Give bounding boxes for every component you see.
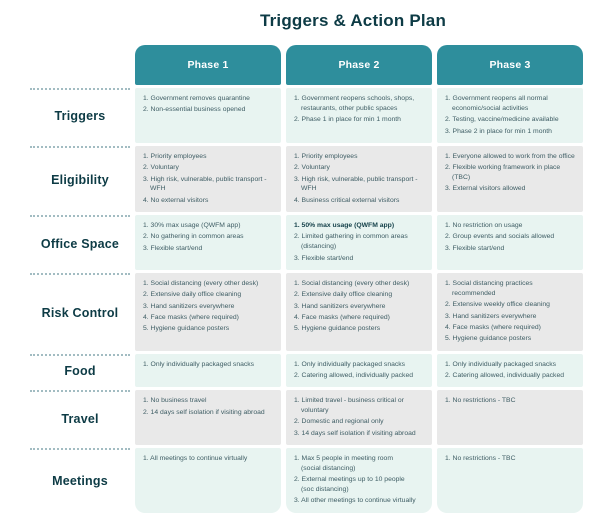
cell-triggers-phase-3: 1. Government reopens all normal economi… [437,88,583,143]
list-item: 1. Only individually packaged snacks [294,360,406,368]
list-item: 3. 14 days self isolation if visiting ab… [294,429,416,437]
list-item: 2. Testing, vaccine/medicine available [445,116,559,124]
list-item: 3. Flexible start/end [294,254,354,262]
cell-risk-control-phase-3: 1. Social distancing practices recommend… [437,272,583,351]
list-item: 2. Extensive daily office cleaning [143,291,242,299]
list-item: 1. Only individually packaged snacks [445,360,557,368]
row-label-travel: Travel [30,390,130,445]
list-item: 2. Voluntary [294,164,330,172]
list-item: 1. No restriction on usage [445,222,523,230]
list-item: 1. Government reopens schools, shops, re… [294,95,415,112]
list-item: 1. Social distancing (every other desk) [143,279,259,287]
list-item: 2. Group events and socials allowed [445,233,555,241]
list-item: 2. Non-essential business opened [143,106,246,114]
cell-travel-phase-1: 1. No business travel 2. 14 days self iso… [135,390,281,446]
list-item: 4. Face masks (where required) [445,323,541,331]
list-item: 5. Hygiene guidance posters [294,325,381,333]
cell-travel-phase-3: 1. No restrictions - TBC [437,390,583,446]
cell-travel-phase-2: 1. Limited travel - business critical or… [286,390,432,446]
list-item: 2. Phase 1 in place for min 1 month [294,116,401,124]
cell-triggers-phase-1: 1. Government removes quarantine 2. Non-e… [135,88,281,143]
list-item: 2. Flexible working framework in place (… [445,164,561,182]
list-item: 3. Hand sanitizers everywhere [294,302,386,310]
list-item: 2. Extensive daily office cleaning [294,291,393,299]
list-item: 1. No restrictions - TBC [445,455,516,463]
phase-2-header: Phase 2 [286,45,432,85]
row-label-food: Food [30,353,130,388]
list-item: 1. No business travel [143,397,207,405]
list-item: 1. Government removes quarantine [143,95,250,102]
cell-meetings-phase-2: 1. Max 5 people in meeting room (social … [286,448,432,513]
list-item: 2. Domestic and regional only [294,418,384,426]
list-item: 2. Limited gathering in common areas (di… [294,233,408,251]
list-item: 1. No restrictions - TBC [445,397,516,405]
row-label-office-space: Office Space [30,215,130,270]
list-item: 3. High risk, vulnerable, public transpo… [294,175,418,193]
list-item: 4. Business critical external visitors [294,196,400,204]
phase-1-header: Phase 1 [135,45,281,85]
list-item: 5. Hygiene guidance posters [143,325,230,333]
list-item: 1. Everyone allowed to work from the off… [445,152,575,160]
cell-office-space-phase-1: 1. 30% max usage (QWFM app) 2. No gatheri… [135,215,281,270]
list-item: 2. Catering allowed, individually packed [445,371,565,379]
cell-risk-control-phase-1: 1. Social distancing (every other desk) 2… [135,272,281,351]
list-item: 1. 50% max usage (QWFM app) [294,222,395,230]
page-title: Triggers & Action Plan [259,11,447,30]
list-item: 1. Priority employees [294,152,358,160]
list-item: 2. Extensive weekly office cleaning [445,301,550,309]
cell-eligibility-phase-1: 1. Priority employees 2. Voluntary 3. High… [135,145,281,213]
cell-food-phase-1: 1. Only individually packaged snacks [135,353,281,388]
cell-office-space-phase-2: 1. 50% max usage (QWFM app) 2. Limited ga… [286,215,432,270]
row-label-meetings: Meetings [30,448,130,513]
cell-food-phase-2: 1. Only individually packaged snacks 2. C… [286,353,432,388]
list-item: 1. Limited travel - business critical or… [294,397,404,415]
list-item: 3. Flexible start/end [445,244,505,252]
cell-risk-control-phase-2: 1. Social distancing (every other desk) 2… [286,272,432,351]
list-item: 1. 30% max usage (QWFM app) [143,222,241,230]
list-item: 4. Face masks (where required) [143,314,239,321]
cell-eligibility-phase-3: 1. Everyone allowed to work from the off… [437,145,583,213]
row-label-eligibility: Eligibility [30,145,130,212]
list-item: 4. Face masks (where required) [294,314,390,321]
list-item: 4. No external visitors [143,196,209,204]
list-item: 5. Hygiene guidance posters [445,335,532,343]
cell-office-space-phase-3: 1. No restriction on usage 2. Group event… [437,215,583,270]
list-item: 2. Voluntary [143,164,179,172]
cell-meetings-phase-1: 1. All meetings to continue virtually [135,448,281,513]
list-item: 2. Catering allowed, individually packed [294,371,414,379]
row-label-triggers: Triggers [30,88,130,143]
list-item: 1. Max 5 people in meeting room (social … [294,455,393,472]
list-item: 3. All other meetings to continue virtua… [294,497,416,505]
list-item: 3. Flexible start/end [143,244,203,252]
cell-meetings-phase-3: 1. No restrictions - TBC [437,448,583,513]
list-item: 3. Hand sanitizers everywhere [445,312,537,320]
phase-3-header: Phase 3 [437,45,583,85]
corner-spacer [0,45,130,85]
cell-food-phase-3: 1. Only individually packaged snacks 2. C… [437,353,583,388]
list-item: 1. Priority employees [143,152,207,160]
list-item: 2. No gathering in common areas [143,233,244,241]
list-item: 1. All meetings to continue virtually [143,455,248,463]
list-item: 3. High risk, vulnerable, public transpo… [143,175,267,193]
list-item: 3. Hand sanitizers everywhere [143,302,235,310]
cell-eligibility-phase-2: 1. Priority employees 2. Voluntary 3. High… [286,145,432,213]
row-label-risk-control: Risk Control [30,272,130,351]
list-item: 2. External meetings up to 10 people (so… [294,476,405,494]
list-item: 1. Social distancing practices recommend… [445,279,533,297]
cell-triggers-phase-2: 1. Government reopens schools, shops, re… [286,88,432,143]
list-item: 1. Government reopens all normal economi… [445,95,548,112]
list-item: 3. Phase 2 in place for min 1 month [445,127,552,135]
list-item: 3. External visitors allowed [445,185,526,193]
list-item: 1. Social distancing (every other desk) [294,279,410,287]
list-item: 1. Only individually packaged snacks [143,360,255,368]
list-item: 2. 14 days self isolation if visiting ab… [143,408,265,416]
